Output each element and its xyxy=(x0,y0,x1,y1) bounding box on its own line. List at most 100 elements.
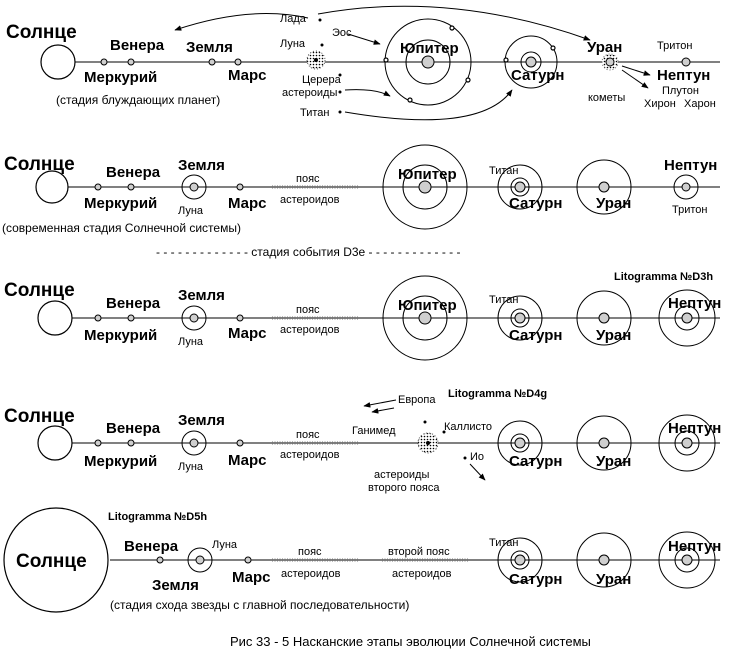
sun-label: Солнце xyxy=(4,406,75,427)
jupiter-label: Юпитер xyxy=(398,297,457,314)
mercury-label: Меркурий xyxy=(84,327,157,344)
d3e-divider: - - - - - - - - - - - - - стадия события… xyxy=(156,245,461,259)
litogramma-label: Litogramma №D5h xyxy=(108,511,207,523)
arrow-chiron xyxy=(621,69,649,89)
earth-label: Земля xyxy=(178,412,225,429)
mars-body xyxy=(234,58,242,66)
belt-label-1: пояс xyxy=(298,546,322,558)
jupiter-body xyxy=(418,180,432,194)
row-modern-stage: Солнце Венера Меркурий Земля Луна Марс п… xyxy=(2,144,720,235)
mars-label: Марс xyxy=(232,569,271,586)
belt-label-2: астероидов xyxy=(281,568,341,580)
asteroids-label: астероиды xyxy=(282,87,337,99)
arrow-europa xyxy=(363,399,397,408)
sun-label: Солнце xyxy=(16,551,87,572)
uranus-label: Уран xyxy=(596,571,631,588)
uranus-label: Уран xyxy=(587,39,622,56)
mercury-label: Меркурий xyxy=(84,195,157,212)
comets-label: кометы xyxy=(588,92,625,104)
pluto-label: Плутон xyxy=(662,85,699,97)
arrow-to-uranus xyxy=(317,5,591,41)
earth-body xyxy=(208,58,216,66)
earth-label: Земля xyxy=(152,577,199,594)
stage-label: (стадия блуждающих планет) xyxy=(56,93,220,107)
asteroids2-label-2: второго пояса xyxy=(368,482,440,494)
belt-label-1: пояс xyxy=(296,173,320,185)
uranus-body xyxy=(605,57,615,67)
jupiter-body xyxy=(421,55,435,69)
saturn-label: Сатурн xyxy=(509,327,562,344)
earth-label: Земля xyxy=(186,39,233,56)
mercury-label: Меркурий xyxy=(84,453,157,470)
charon-label: Харон xyxy=(684,98,716,110)
titan-label: Титан xyxy=(489,294,519,306)
saturn-label: Сатурн xyxy=(509,453,562,470)
titan-label: Титан xyxy=(489,165,519,177)
mercury-body xyxy=(100,58,108,66)
venus-label: Венера xyxy=(124,538,179,555)
arrow-lada xyxy=(174,13,309,31)
venus-label: Венера xyxy=(106,295,161,312)
luna-label: Луна xyxy=(280,38,306,50)
belt-label-2: астероидов xyxy=(280,194,340,206)
neptune-body xyxy=(681,182,691,192)
sun-label: Солнце xyxy=(4,280,75,301)
neptune-label: Нептун xyxy=(657,67,710,84)
neptune-label: Нептун xyxy=(668,538,721,555)
litogramma-label: Litogramma №D3h xyxy=(614,271,713,283)
neptune-label: Нептун xyxy=(664,157,717,174)
triton-label: Тритон xyxy=(672,204,707,216)
sun-body xyxy=(40,44,76,80)
asteroids2-label-1: астероиды xyxy=(374,469,429,481)
venus-label: Венера xyxy=(110,37,165,54)
neptune-label: Нептун xyxy=(668,295,721,312)
row-d5h: Litogramma №D5h Солнце Венера Луна Земля… xyxy=(3,507,721,613)
figure-caption: Рис 33 - 5 Насканские этапы эволюции Сол… xyxy=(230,634,591,649)
belt2-label-2: астероидов xyxy=(392,568,452,580)
saturn-body xyxy=(525,56,537,68)
callisto-label: Каллисто xyxy=(444,421,492,433)
row-wandering-planets: Солнце Венера Меркурий Земля Марс (стади… xyxy=(6,5,720,121)
eos-label: Эос xyxy=(332,27,352,39)
saturn-label: Сатурн xyxy=(511,67,564,84)
europa-label: Европа xyxy=(398,394,436,406)
venus-label: Венера xyxy=(106,164,161,181)
triton-label: Тритон xyxy=(657,40,692,52)
ceres-label: Церера xyxy=(302,74,342,86)
luna-label: Луна xyxy=(212,539,238,551)
venus-label: Венера xyxy=(106,420,161,437)
sun-body xyxy=(37,300,73,336)
sun-label: Солнце xyxy=(4,154,75,175)
luna-label: Луна xyxy=(178,461,204,473)
arrow-io xyxy=(469,463,486,481)
row-d3h: Litogramma №D3h Солнце Венера Меркурий З… xyxy=(4,271,721,361)
earth-label: Земля xyxy=(178,287,225,304)
mars-label: Марс xyxy=(228,195,267,212)
earth-body xyxy=(189,182,199,192)
jupiter-label: Юпитер xyxy=(400,40,459,57)
arrow-titan xyxy=(344,89,513,121)
saturn-body xyxy=(514,181,526,193)
sun-label: Солнце xyxy=(6,22,77,43)
litogramma-label: Litogramma №D4g xyxy=(448,388,547,400)
sun-body xyxy=(35,170,69,204)
arrow-pluto xyxy=(621,65,651,76)
uranus-label: Уран xyxy=(596,195,631,212)
mars-label: Марс xyxy=(228,452,267,469)
mercury-label: Меркурий xyxy=(84,69,157,86)
saturn-label: Сатурн xyxy=(509,195,562,212)
belt-label-2: астероидов xyxy=(280,449,340,461)
uranus-label: Уран xyxy=(596,327,631,344)
belt-label-2: астероидов xyxy=(280,324,340,336)
titan-label: Титан xyxy=(489,537,519,549)
jupiter-label: Юпитер xyxy=(398,166,457,183)
titan-label: Титан xyxy=(300,107,330,119)
stage-label: (современная стадия Солнечной системы) xyxy=(2,221,241,235)
sun-body-expanded xyxy=(3,507,109,613)
belt2-label-1: второй пояс xyxy=(388,546,450,558)
venus-body xyxy=(127,58,135,66)
earth-label: Земля xyxy=(178,157,225,174)
ganymede-label: Ганимед xyxy=(352,425,396,437)
row-d4g: Litogramma №D4g Солнце Венера Меркурий З… xyxy=(4,388,721,494)
